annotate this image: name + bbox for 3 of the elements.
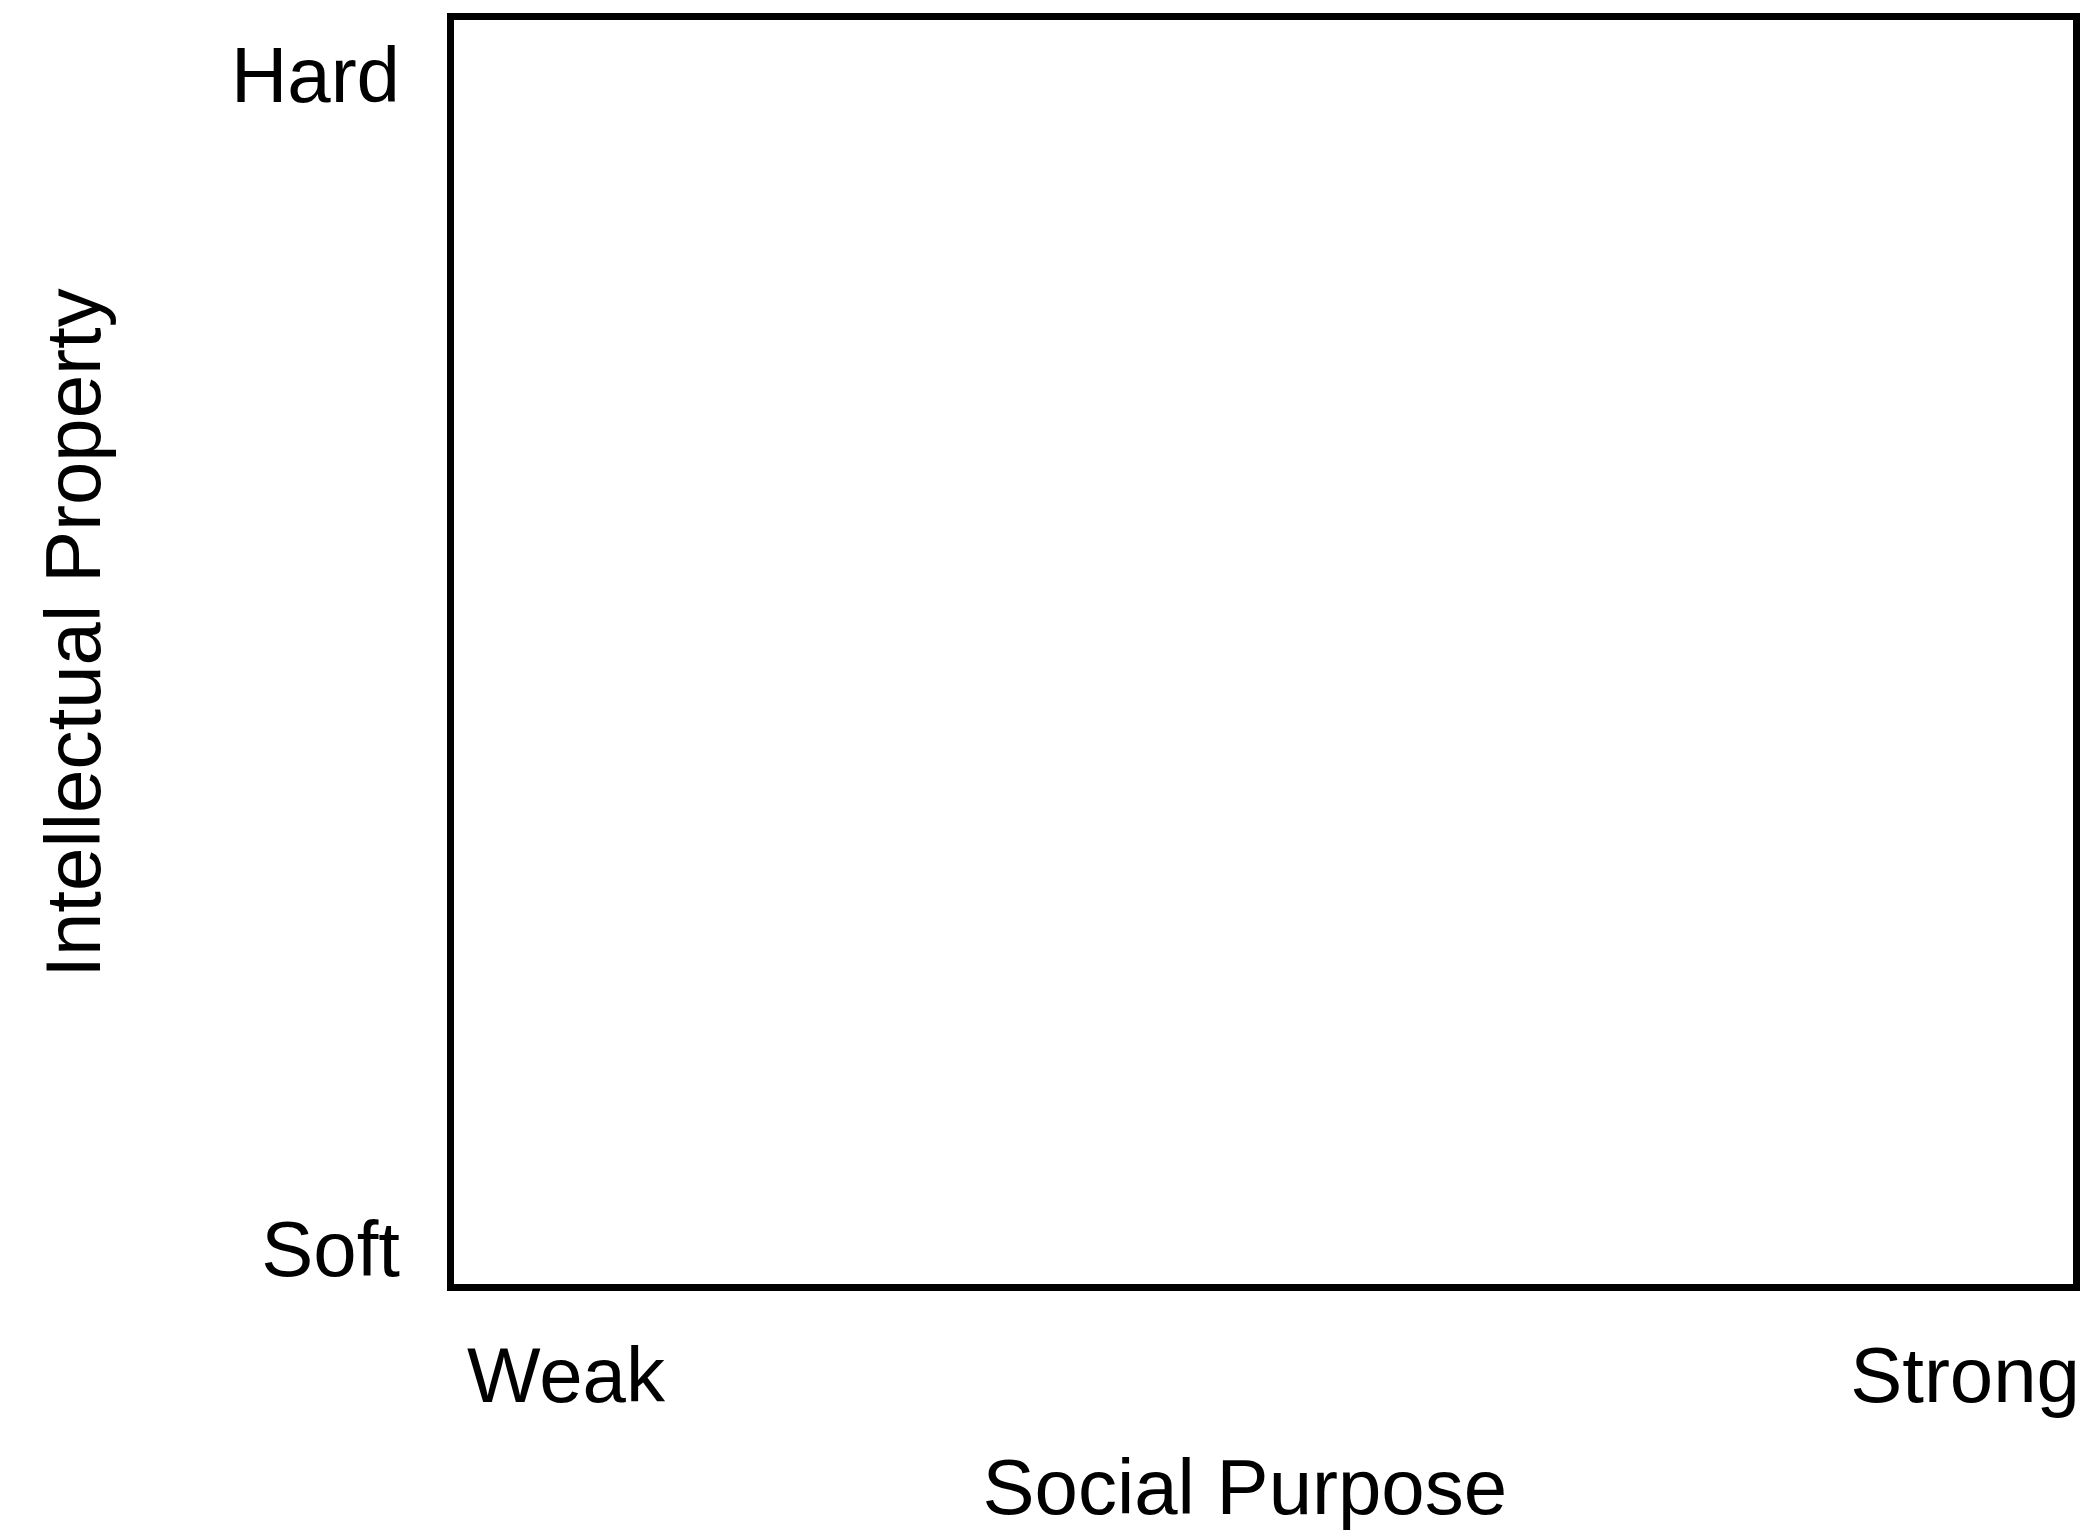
- axis-label: Hard: [230, 36, 400, 114]
- axis-label: Weak: [467, 1336, 665, 1414]
- axis-label: Soft: [261, 1210, 400, 1288]
